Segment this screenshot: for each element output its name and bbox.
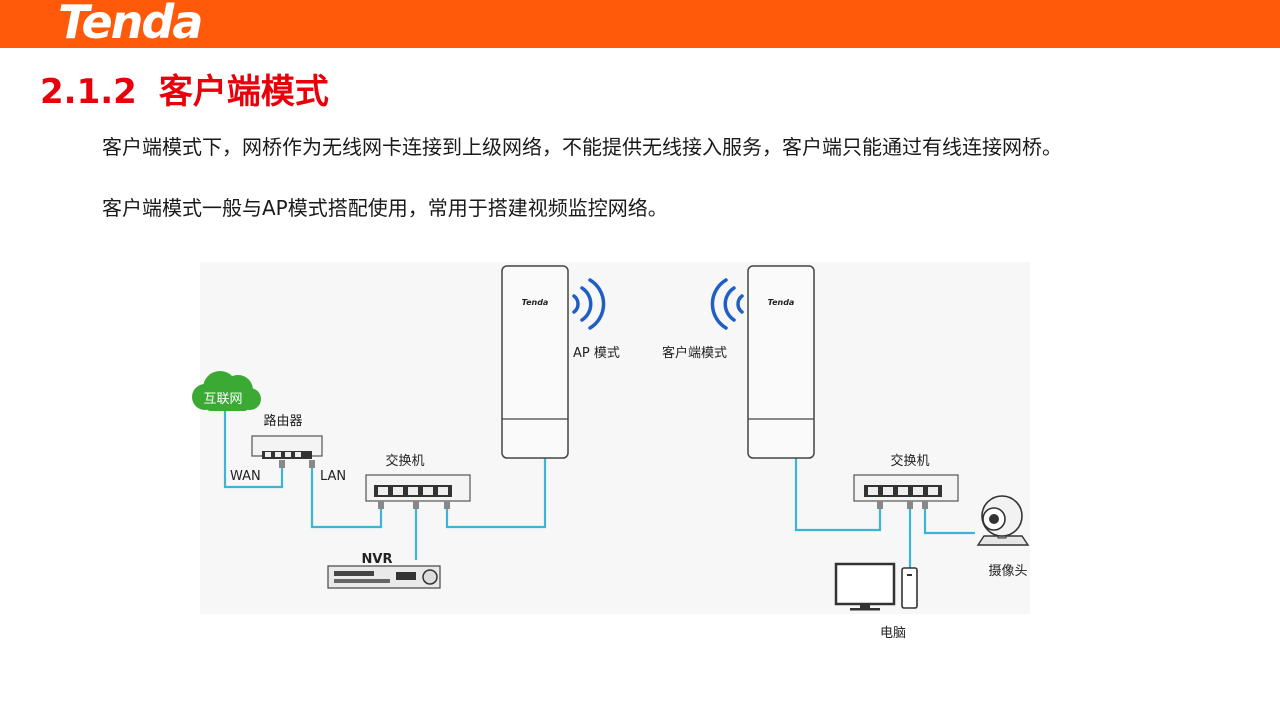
section-title: 2.1.2 客户端模式	[40, 70, 329, 114]
wan-label: WAN	[230, 469, 261, 484]
pc-label: 电脑	[880, 626, 906, 641]
client-wifi-icon	[710, 278, 744, 330]
cables	[223, 408, 975, 572]
internet-cloud-icon: 互联网	[192, 371, 261, 411]
section-number: 2.1.2	[40, 72, 137, 112]
nvr-label: NVR	[362, 552, 393, 567]
cable-switch-ap	[445, 458, 547, 529]
cable-client-switch	[794, 458, 882, 532]
description-paragraph-2: 客户端模式一般与AP模式搭配使用，常用于搭建视频监控网络。	[102, 196, 668, 220]
pc-tower-icon	[901, 567, 918, 609]
client-bridge-brand: Tenda	[768, 298, 795, 307]
right-switch-label: 交换机	[890, 453, 929, 469]
left-switch-icon	[365, 474, 471, 509]
router-icon	[251, 435, 323, 468]
client-mode-label: 客户端模式	[662, 345, 727, 361]
right-switch-icon	[853, 474, 959, 509]
header-bar: Tenda	[0, 0, 1280, 48]
router-label: 路由器	[263, 413, 302, 429]
internet-label: 互联网	[203, 392, 242, 407]
ap-wifi-icon	[572, 278, 606, 330]
cable-switch-camera	[923, 507, 975, 535]
cable-router-switch	[310, 467, 383, 529]
ap-bridge-device: Tenda	[501, 265, 569, 459]
lan-label: LAN	[320, 469, 346, 484]
diagram-background	[200, 262, 1030, 614]
section-title-text: 客户端模式	[158, 72, 329, 112]
description-paragraph-1: 客户端模式下，网桥作为无线网卡连接到上级网络，不能提供无线接入服务，客户端只能通…	[102, 135, 1062, 159]
client-bridge-device: Tenda	[747, 265, 815, 459]
camera-label: 摄像头	[988, 564, 1027, 579]
brand-logo: Tenda	[58, 0, 203, 49]
ap-bridge-brand: Tenda	[522, 298, 549, 307]
pc-monitor-icon	[834, 562, 896, 611]
camera-icon	[976, 495, 1030, 546]
nvr-icon	[327, 565, 441, 589]
left-switch-label: 交换机	[385, 453, 424, 469]
cable-internet-router	[223, 408, 284, 489]
ap-mode-label: AP 模式	[573, 346, 620, 361]
